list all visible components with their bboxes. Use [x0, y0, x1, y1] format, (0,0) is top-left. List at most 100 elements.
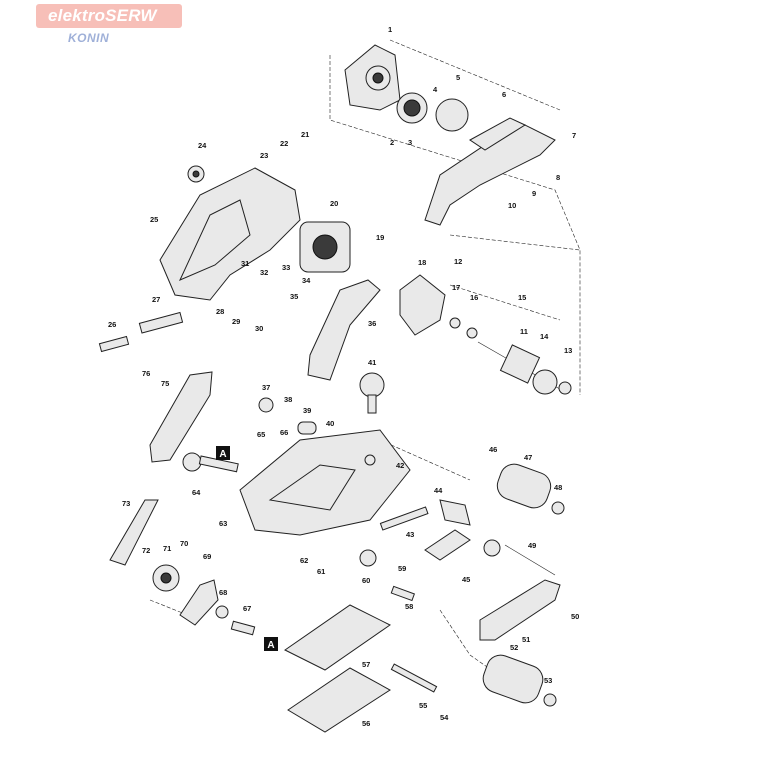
part-label-64: 64	[192, 488, 201, 497]
part-label-30: 30	[255, 324, 263, 333]
marker-a-1: A	[216, 446, 230, 460]
part-label-47: 47	[524, 453, 532, 462]
part-label-57: 57	[362, 660, 370, 669]
elektroserw-logo: elektroSERW KONIN	[36, 4, 184, 46]
part-dust-nozzle	[98, 311, 184, 353]
part-label-22: 22	[280, 139, 288, 148]
part-label-65: 65	[257, 430, 265, 439]
part-label-1: 1	[388, 25, 392, 34]
assembly-guide-lines	[149, 39, 581, 691]
part-label-51: 51	[522, 635, 530, 644]
part-label-56: 56	[362, 719, 370, 728]
part-label-73: 73	[122, 499, 130, 508]
marker-a-2-text: A	[267, 640, 274, 651]
part-label-66: 66	[280, 428, 288, 437]
part-armature	[477, 341, 566, 395]
part-label-44: 44	[434, 486, 443, 495]
part-label-63: 63	[219, 519, 227, 528]
part-gear-housing	[344, 44, 401, 111]
part-label-17: 17	[452, 283, 460, 292]
part-label-70: 70	[180, 539, 188, 548]
part-label-58: 58	[405, 602, 413, 611]
part-label-45: 45	[462, 575, 470, 584]
part-knob-24	[187, 165, 205, 183]
part-bar-55	[390, 663, 438, 693]
part-plate-57	[284, 604, 391, 671]
part-plate-56	[287, 667, 391, 733]
part-label-15: 15	[518, 293, 526, 302]
logo-background	[36, 4, 182, 28]
part-front-frame	[479, 544, 561, 641]
part-label-46: 46	[489, 445, 497, 454]
part-label-48: 48	[554, 483, 562, 492]
part-label-43: 43	[406, 530, 414, 539]
part-rear-handle	[307, 279, 381, 381]
part-label-4: 4	[433, 85, 438, 94]
part-label-42: 42	[396, 461, 404, 470]
part-baffle-plate	[399, 274, 446, 336]
part-label-27: 27	[152, 295, 160, 304]
part-label-28: 28	[216, 307, 224, 316]
part-lever-assembly	[424, 499, 501, 561]
part-belt-cover	[149, 371, 213, 463]
part-front-roller	[482, 654, 544, 704]
part-cover-69	[179, 579, 219, 626]
part-insulation-16	[466, 327, 478, 339]
part-bearing-13	[558, 381, 572, 395]
part-spring-58	[390, 585, 416, 602]
part-label-24: 24	[198, 141, 207, 150]
part-label-54: 54	[440, 713, 449, 722]
part-label-35: 35	[290, 292, 298, 301]
part-label-9: 9	[532, 189, 536, 198]
part-label-75: 75	[161, 379, 169, 388]
part-motor-housing	[159, 167, 301, 301]
part-label-29: 29	[232, 317, 240, 326]
part-label-67: 67	[243, 604, 251, 613]
part-knob-37	[258, 397, 274, 413]
part-label-14: 14	[540, 332, 549, 341]
part-label-40: 40	[326, 419, 334, 428]
part-label-7: 7	[572, 131, 576, 140]
part-label-62: 62	[300, 556, 308, 565]
part-label-32: 32	[260, 268, 268, 277]
part-label-71: 71	[163, 544, 171, 553]
part-label-55: 55	[419, 701, 427, 710]
marker-a-1-text: A	[219, 449, 226, 460]
part-label-25: 25	[150, 215, 158, 224]
part-label-19: 19	[376, 233, 384, 242]
part-front-handle	[424, 117, 556, 226]
part-label-59: 59	[398, 564, 406, 573]
part-label-33: 33	[282, 263, 290, 272]
part-label-68: 68	[219, 588, 227, 597]
part-label-60: 60	[362, 576, 370, 585]
part-bearing-17	[449, 317, 461, 329]
part-label-69: 69	[203, 552, 211, 561]
part-label-18: 18	[418, 258, 426, 267]
part-drive-shaft	[182, 452, 239, 473]
part-spring-39	[297, 421, 317, 435]
part-label-10: 10	[508, 201, 516, 210]
part-label-37: 37	[262, 383, 270, 392]
part-label-53: 53	[544, 676, 552, 685]
part-shaft-67	[230, 620, 256, 636]
part-label-8: 8	[556, 173, 560, 182]
part-label-72: 72	[142, 546, 150, 555]
part-label-2: 2	[390, 138, 394, 147]
part-label-34: 34	[302, 276, 311, 285]
part-bearing-60	[359, 549, 377, 567]
part-label-16: 16	[470, 293, 478, 302]
part-label-12: 12	[454, 257, 462, 266]
part-label-36: 36	[368, 319, 376, 328]
part-label-26: 26	[108, 320, 116, 329]
part-label-39: 39	[303, 406, 311, 415]
part-number-labels: 1 2 3 4 5 6 7 8 9 10 11 12 13 14 15 16 1…	[108, 25, 579, 728]
part-ribbed-pulley	[396, 92, 428, 124]
logo-brand: elektroSERW	[48, 6, 157, 25]
part-bearing-68	[215, 605, 229, 619]
part-label-41: 41	[368, 358, 376, 367]
part-label-31: 31	[241, 259, 249, 268]
part-base-frame	[239, 429, 411, 536]
part-bearing-53	[543, 693, 557, 707]
part-washer-42	[364, 454, 376, 466]
part-label-6: 6	[502, 90, 506, 99]
